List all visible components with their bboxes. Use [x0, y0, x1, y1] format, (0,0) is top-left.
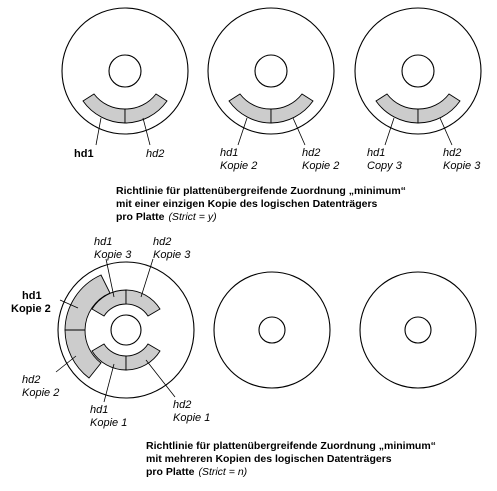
bottom-disk-1-segment-hd2-kopie-1 [125, 343, 161, 371]
bottom-label-hd1-kopie-2-copy: Kopie 2 [11, 303, 51, 315]
bottom-label-hd1-kopie-3-copy: Kopie 3 [94, 249, 132, 261]
top-disk-2-label-hd2-copy: Kopie 2 [302, 160, 339, 172]
top-disk-1-leader-hd1 [95, 117, 102, 146]
bottom-label-hd1-kopie-2: hd1 [22, 290, 42, 302]
bottom-disk-1-leader-hd1-kopie-3 [105, 258, 115, 298]
bottom-disk-2-hub [258, 316, 286, 344]
top-disk-1: hd1 hd2 [61, 7, 189, 160]
top-disk-1-label-hd2: hd2 [146, 148, 164, 160]
top-disk-3-hub [401, 54, 435, 88]
bottom-disk-1-segment-hd2-kopie-2 [64, 329, 102, 379]
top-caption-strict: (Strict = y) [168, 211, 216, 223]
bottom-label-hd1-kopie-1-copy: Kopie 1 [90, 417, 127, 429]
top-disk-2-leader-hd2 [292, 117, 306, 146]
top-disk-2-segment-hd2 [270, 93, 314, 124]
top-disk-1-leader-hd2 [142, 117, 151, 146]
top-caption-line-2: mit einer einzigen Kopie des logischen D… [116, 198, 378, 210]
top-disk-1-label-hd1: hd1 [74, 148, 94, 160]
bottom-caption-line-2: mit mehreren Kopien des logischen Datent… [146, 453, 392, 465]
bottom-disk-2 [213, 271, 331, 389]
bottom-label-hd2-kopie-3: hd2 [153, 236, 171, 248]
top-disk-1-hub [108, 54, 142, 88]
bottom-caption: Richtlinie für plattenübergreifende Zuor… [146, 440, 436, 478]
bottom-disk-1-leader-hd1-kopie-1 [103, 363, 115, 403]
top-disk-3-leader-hd1 [384, 117, 395, 146]
bottom-disk-1-leader-hd2-kopie-1 [145, 359, 176, 398]
bottom-label-hd1-kopie-3: hd1 [94, 236, 112, 248]
bottom-disk-1-segment-hd2-kopie-3 [125, 289, 161, 317]
bottom-caption-line-3: pro Platte(Strict = n) [146, 466, 247, 478]
top-caption-bold: pro Platte [116, 211, 165, 223]
bottom-caption-strict: (Strict = n) [198, 466, 247, 478]
top-disk-3-segment-hd2 [417, 93, 461, 124]
top-disk-2-leader-hd1 [237, 117, 248, 146]
bottom-disk-1-leader-hd1-kopie-2 [59, 299, 79, 309]
bottom-disk-1-hub [110, 314, 142, 346]
top-disk-2-label-hd2: hd2 [302, 147, 320, 159]
top-disk-3-label-hd1-copy: Copy 3 [367, 160, 403, 172]
top-disk-2-hub [254, 54, 288, 88]
bottom-disk-1: hd1 Kopie 3 hd2 Kopie 3 hd1 Kopie 2 hd2 … [11, 236, 210, 429]
top-caption-line-1: Richtlinie für plattenübergreifende Zuor… [116, 185, 406, 197]
bottom-disk-3-hub [404, 316, 432, 344]
bottom-label-hd2-kopie-3-copy: Kopie 3 [153, 249, 191, 261]
bottom-caption-bold: pro Platte [146, 466, 195, 478]
top-caption-line-3: pro Platte(Strict = y) [116, 211, 217, 223]
top-disk-2: hd1 Kopie 2 hd2 Kopie 2 [207, 7, 339, 172]
bottom-label-hd2-kopie-2-copy: Kopie 2 [22, 387, 59, 399]
bottom-label-hd2-kopie-2: hd2 [22, 374, 40, 386]
bottom-disk-1-leader-hd2-kopie-3 [140, 258, 154, 298]
bottom-caption-line-1: Richtlinie für plattenübergreifende Zuor… [146, 440, 436, 452]
top-disk-3-leader-hd2 [439, 117, 453, 146]
top-disk-1-segment-hd2 [124, 93, 168, 124]
top-caption: Richtlinie für plattenübergreifende Zuor… [116, 185, 406, 223]
top-disk-3: hd1 Copy 3 hd2 Kopie 3 [354, 7, 482, 172]
bottom-label-hd2-kopie-1-copy: Kopie 1 [173, 412, 210, 424]
bottom-disk-3 [359, 271, 477, 389]
bottom-label-hd1-kopie-1: hd1 [90, 404, 108, 416]
bottom-disk-1-leader-hd2-kopie-2 [55, 355, 77, 373]
top-disk-3-label-hd2: hd2 [443, 147, 461, 159]
top-disk-2-label-hd1-copy: Kopie 2 [220, 160, 257, 172]
top-disk-3-label-hd1: hd1 [367, 147, 385, 159]
bottom-label-hd2-kopie-1: hd2 [173, 399, 191, 411]
top-disk-2-label-hd1: hd1 [220, 147, 238, 159]
top-disk-3-label-hd2-copy: Kopie 3 [443, 160, 481, 172]
